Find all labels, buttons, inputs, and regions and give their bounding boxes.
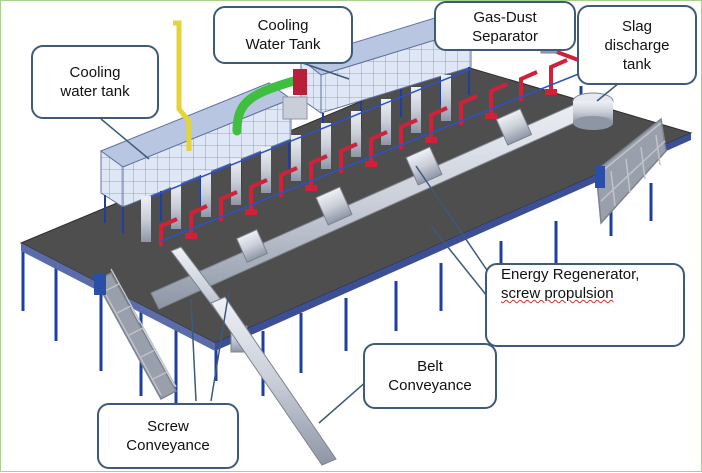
callout-cooling-water-tank-top: Cooling Water Tank — [213, 6, 353, 64]
label-energy-regenerator-line2: screw propulsion — [501, 285, 614, 302]
callout-slag-discharge-tank: Slag discharge tank — [577, 5, 697, 85]
label-cooling-water-tank-top: Cooling Water Tank — [245, 17, 321, 53]
slag-discharge-tank — [572, 92, 614, 130]
label-screw-conveyance: Screw Conveyance — [126, 418, 210, 454]
callout-cooling-water-tank-left: Cooling water tank — [31, 45, 159, 119]
left-stairway — [94, 268, 178, 401]
label-cooling-water-tank-left: Cooling water tank — [60, 64, 130, 100]
pump-red — [293, 69, 307, 95]
label-gas-dust-separator: Gas-Dust Separator — [472, 9, 538, 45]
callout-belt-conveyance: Belt Conveyance — [363, 343, 497, 409]
red-valves — [185, 89, 557, 239]
deck-frame — [150, 68, 582, 242]
belt-conveyor — [210, 296, 337, 466]
reactor-columns — [141, 75, 451, 242]
pump-housing — [282, 96, 308, 120]
label-energy-regenerator-line1: Energy Regenerator, — [501, 266, 640, 283]
callout-gas-dust-separator: Gas-Dust Separator — [434, 1, 576, 51]
platform-edge-front — [215, 133, 691, 351]
right-stairway — [595, 117, 667, 225]
label-belt-conveyance: Belt Conveyance — [388, 358, 472, 394]
callout-energy-regenerator: Energy Regenerator, screw propulsion — [485, 263, 685, 347]
green-pipe — [232, 74, 306, 136]
callout-screw-conveyance: Screw Conveyance — [97, 403, 239, 469]
label-slag-discharge-tank: Slag discharge tank — [604, 17, 670, 73]
yellow-pipe — [173, 20, 192, 151]
energy-regenerator — [150, 96, 602, 310]
